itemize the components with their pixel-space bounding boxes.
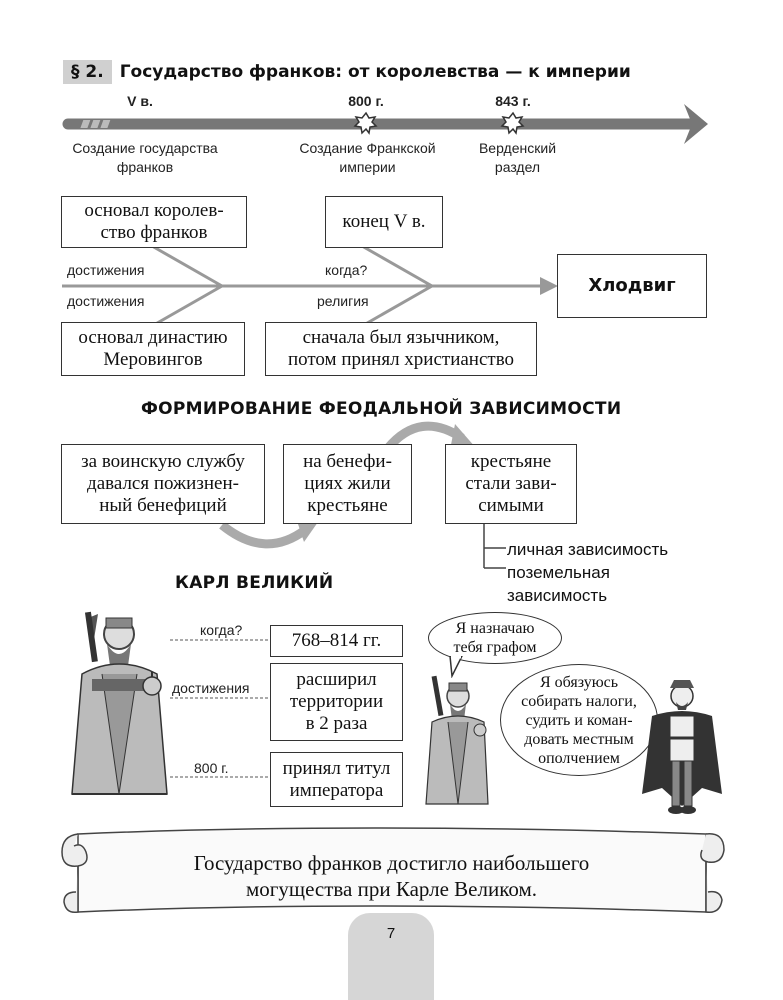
feudal-box-3: крестьяне стали зави- симыми bbox=[445, 444, 577, 524]
box-line: принял титул bbox=[282, 757, 391, 779]
star-800-icon bbox=[353, 111, 378, 135]
caption-line: раздел bbox=[494, 159, 541, 175]
feudal-box-1: за воинскую службу давался пожизнен- ный… bbox=[61, 444, 265, 524]
scroll-line: Государство франков достигло наибольшего bbox=[193, 851, 590, 875]
box-line: давался пожизнен- bbox=[87, 473, 239, 494]
box-line: потом принял христианство bbox=[287, 349, 515, 370]
box-founded-kingdom: основал королев- ство франков bbox=[61, 196, 247, 248]
section-title: Государство франков: от королевства — к … bbox=[119, 62, 631, 82]
speech-line: Я обязуюсь bbox=[539, 673, 619, 691]
cm-value-when: 768–814 гг. bbox=[270, 625, 403, 657]
timeline-caption-800: Создание Франкской империи bbox=[280, 139, 455, 177]
small-king-icon bbox=[425, 675, 489, 805]
speech-tail-king bbox=[449, 656, 463, 678]
box-line: Меровингов bbox=[103, 349, 203, 370]
caption-line: франков bbox=[116, 159, 174, 175]
box-line: крестьяне bbox=[470, 451, 552, 472]
dependence-land-line1: поземельная bbox=[507, 563, 610, 582]
timeline-caption-v: Создание государства франков bbox=[55, 139, 235, 177]
box-line: ный бенефиций bbox=[99, 495, 227, 516]
box-line: на бенефи- bbox=[303, 451, 392, 472]
feudal-heading: ФОРМИРОВАНИЕ ФЕОДАЛЬНОЙ ЗАВИСИМОСТИ bbox=[141, 399, 622, 419]
charlemagne-heading: КАРЛ ВЕЛИКИЙ bbox=[175, 573, 334, 593]
speech-line: довать местным bbox=[524, 730, 634, 748]
box-religion: сначала был язычником, потом принял хрис… bbox=[265, 322, 537, 376]
fishbone-diagram bbox=[62, 244, 558, 328]
section-number: § 2. bbox=[63, 60, 112, 84]
speech-line: Я назначаю bbox=[455, 620, 535, 637]
cm-label-800: 800 г. bbox=[194, 760, 229, 776]
box-line: стали зави- bbox=[465, 473, 557, 494]
label-achievements-2: достижения bbox=[67, 293, 145, 309]
box-line: основал королев- bbox=[84, 200, 224, 221]
caption-line: Создание государства bbox=[72, 140, 218, 156]
feudal-arrows bbox=[219, 421, 506, 569]
box-line: ство франков bbox=[100, 222, 208, 243]
scroll-banner bbox=[61, 827, 725, 914]
count-figure-icon bbox=[642, 680, 722, 814]
box-dynasty: основал династию Меровингов bbox=[61, 322, 245, 376]
dependence-personal: личная зависимость bbox=[507, 540, 669, 559]
timeline-label-v: V в. bbox=[127, 93, 153, 109]
scroll-line: могущества при Карле Великом. bbox=[246, 877, 537, 901]
star-843-icon bbox=[500, 111, 525, 135]
label-when: когда? bbox=[325, 262, 368, 278]
section-header: § 2. Государство франков: от королевства… bbox=[63, 58, 631, 86]
box-line: сначала был язычником, bbox=[302, 327, 500, 348]
box-line: симыми bbox=[478, 495, 544, 516]
timeline-caption-843: Верденский раздел bbox=[470, 139, 565, 177]
label-achievements-1: достижения bbox=[67, 262, 145, 278]
box-line: циях жили bbox=[304, 473, 391, 494]
page-number: 7 bbox=[386, 925, 396, 942]
label-religion: религия bbox=[317, 293, 369, 309]
timeline-label-843: 843 г. bbox=[495, 93, 531, 109]
box-line: в 2 раза bbox=[305, 713, 368, 734]
cm-value-800: принял титул императора bbox=[270, 752, 403, 807]
speech-line: судить и коман- bbox=[525, 711, 633, 729]
caption-line: Создание Франкской bbox=[299, 140, 436, 156]
box-line: императора bbox=[289, 779, 384, 801]
timeline bbox=[62, 104, 708, 144]
cm-value-achievements: расширил территории в 2 раза bbox=[270, 663, 403, 741]
speech-bubble-count: Я обязуюсь собирать налоги, судить и ком… bbox=[500, 664, 658, 776]
box-line: за воинскую службу bbox=[81, 451, 245, 472]
timeline-label-800: 800 г. bbox=[348, 93, 384, 109]
caption-line: Верденский bbox=[478, 140, 557, 156]
charlemagne-connectors bbox=[170, 639, 270, 778]
cm-label-achievements: достижения bbox=[172, 680, 250, 696]
box-line: крестьяне bbox=[307, 495, 388, 516]
speech-line: тебя графом bbox=[453, 639, 537, 656]
cm-label-when: когда? bbox=[200, 622, 243, 638]
speech-line: ополчением bbox=[538, 749, 620, 767]
dependence-land-line2: зависимость bbox=[507, 586, 608, 605]
charlemagne-portrait bbox=[71, 611, 168, 795]
speech-line: собирать налоги, bbox=[521, 692, 637, 710]
box-line: территории bbox=[289, 691, 384, 712]
clovis-name: Хлодвиг bbox=[557, 254, 707, 318]
box-line: основал династию bbox=[78, 327, 228, 348]
box-when: конец V в. bbox=[325, 196, 443, 248]
box-line: расширил bbox=[296, 669, 377, 690]
scroll-text: Государство франков достигло наибольшего… bbox=[100, 850, 683, 902]
feudal-box-2: на бенефи- циях жили крестьяне bbox=[283, 444, 412, 524]
caption-line: империи bbox=[339, 159, 396, 175]
page-number-tab: 7 bbox=[348, 913, 434, 1000]
